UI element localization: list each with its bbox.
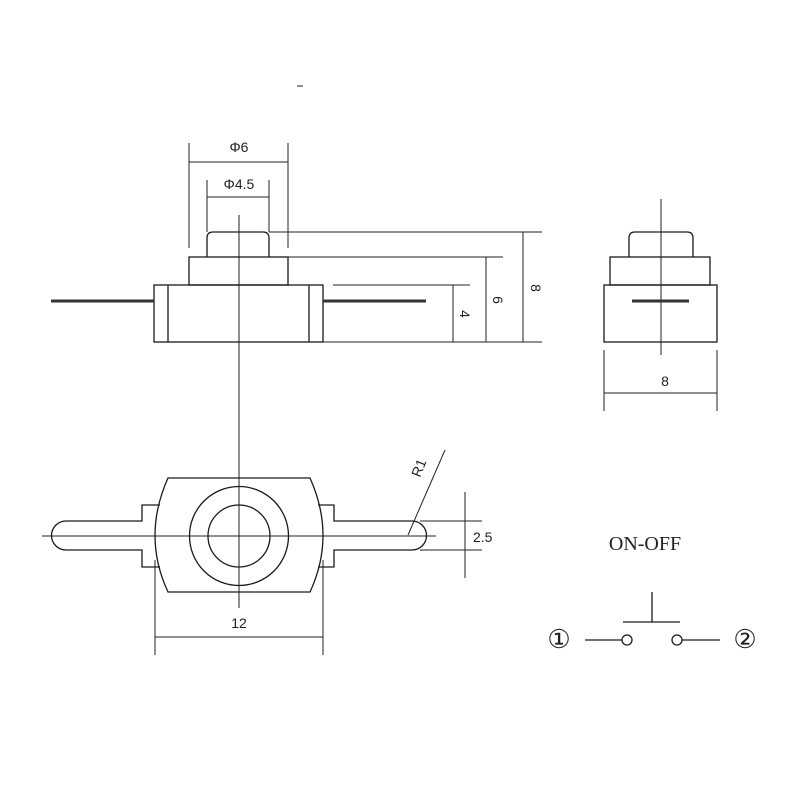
dim-cap-diameter: Φ4.5 bbox=[224, 176, 255, 192]
bottom-view: 12 2.5 R1 bbox=[42, 449, 493, 655]
left-terminal bbox=[50, 504, 160, 568]
button-cap bbox=[206, 231, 270, 257]
switch-schematic: ON-OFF ① ② bbox=[547, 533, 756, 654]
dim-mid-height: 6 bbox=[490, 296, 506, 304]
schematic-title: ON-OFF bbox=[609, 533, 681, 555]
switch-body bbox=[603, 284, 718, 343]
radius-leader bbox=[407, 449, 446, 536]
button-cap bbox=[628, 231, 694, 257]
right-terminal bbox=[318, 504, 428, 568]
body-outline bbox=[154, 477, 324, 593]
contact-2 bbox=[671, 634, 683, 646]
side-view: 8 bbox=[603, 199, 718, 411]
terminal-2-label: ② bbox=[733, 625, 756, 654]
dim-outer-diameter: Φ6 bbox=[230, 139, 249, 155]
inner-ring bbox=[207, 504, 271, 568]
terminal-1-label: ① bbox=[547, 625, 570, 654]
button-collar bbox=[609, 256, 711, 286]
dim-width: 8 bbox=[661, 373, 669, 389]
dim-total-height: 8 bbox=[528, 284, 544, 292]
dim-radius: R1 bbox=[408, 456, 430, 479]
switch-body bbox=[153, 284, 324, 343]
front-view: Φ6 Φ4.5 4 6 8 bbox=[51, 139, 544, 608]
dim-body-height: 4 bbox=[457, 310, 473, 318]
dim-pin-width: 2.5 bbox=[473, 529, 493, 545]
contact-1 bbox=[621, 634, 633, 646]
dim-length: 12 bbox=[231, 615, 247, 631]
outer-ring bbox=[188, 485, 290, 587]
